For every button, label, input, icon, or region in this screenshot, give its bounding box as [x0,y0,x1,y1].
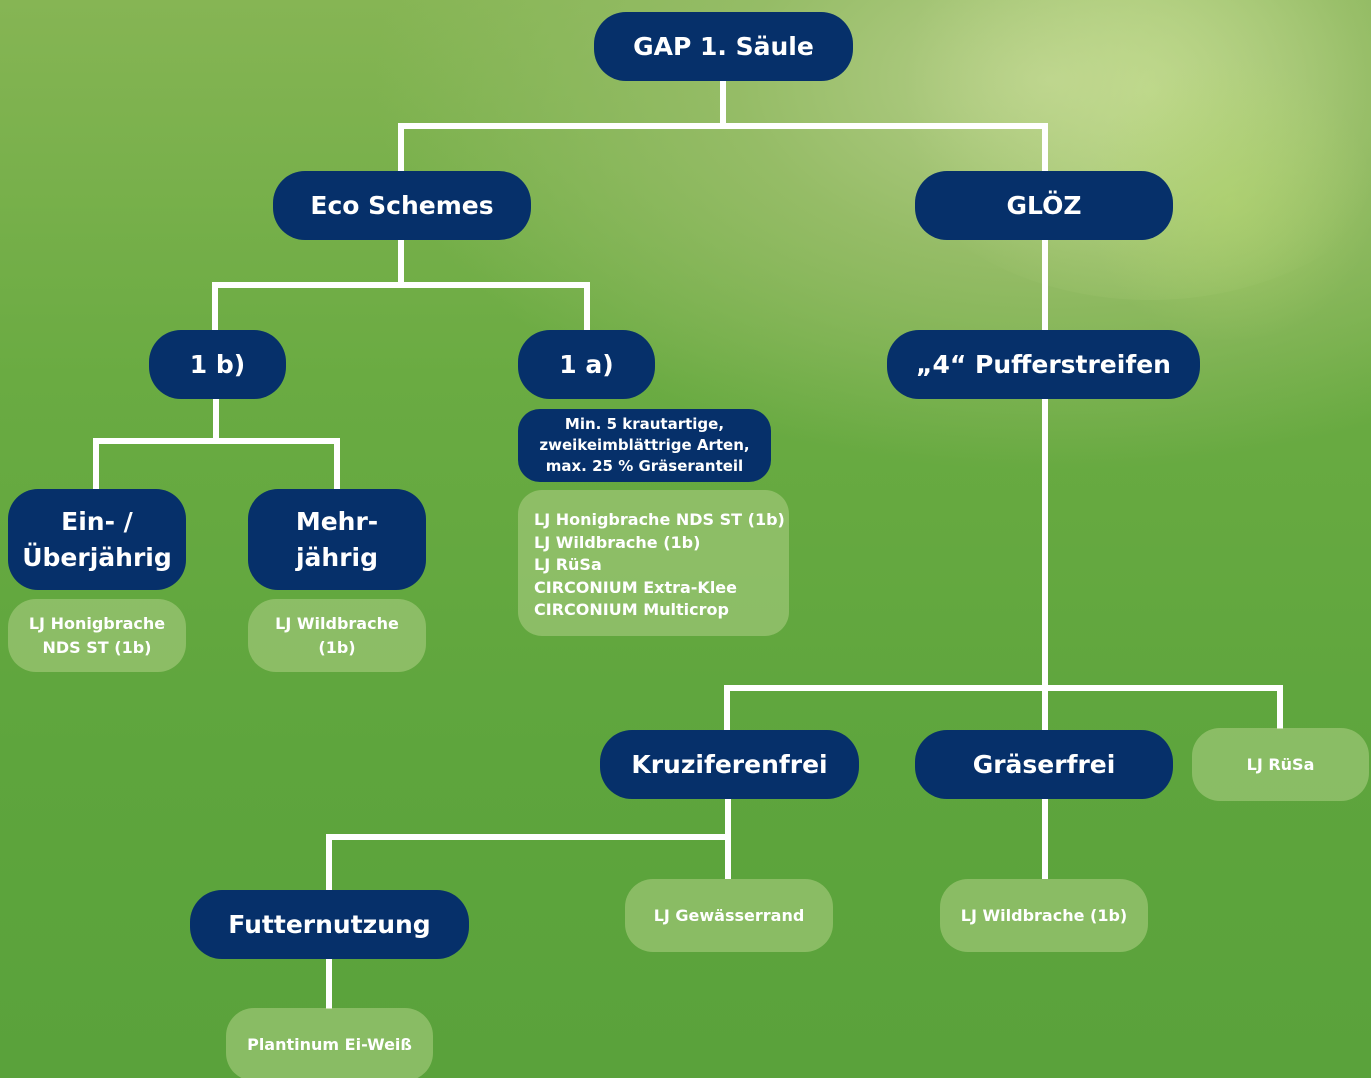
product-line: NDS ST (1b) [42,637,152,657]
eco-1a-label: 1 a) [559,349,614,379]
product-line: LJ Honigbrache [28,613,166,633]
ein-ueberjaehrig-line: Ein- / [61,506,133,536]
connector-1b-level3 [93,398,340,490]
wildbrache-label: LJ Wildbrache (1b) [960,905,1128,925]
eco-1a-node: 1 a) [518,330,655,399]
product-item: CIRCONIUM Extra-Klee [534,577,737,597]
gloez-node: GLÖZ [915,171,1173,240]
root-label: GAP 1. Säule [633,31,814,61]
note-line: Min. 5 krautartige, [564,415,725,433]
gloez-label: GLÖZ [1006,190,1082,220]
product-item: LJ RüSa [534,555,602,574]
mehrjaehrig-product: LJ Wildbrache (1b) [248,599,426,672]
futternutzung-node: Futternutzung [190,890,469,959]
eco-1a-requirement-note: Min. 5 krautartige, zweikeimblättrige Ar… [518,409,771,482]
eco-1b-label: 1 b) [189,349,246,379]
eco-1a-product-list: LJ Honigbrache NDS ST (1b) LJ Wildbrache… [518,490,789,636]
wildbrache-product: LJ Wildbrache (1b) [940,879,1148,952]
product-line: (1b) [318,637,356,657]
ein-ueberjaehrig-line: Überjährig [22,542,172,572]
root-node: GAP 1. Säule [594,12,853,81]
ruesa-label: LJ RüSa [1246,754,1315,774]
note-line: zweikeimblättrige Arten, [539,436,750,454]
pufferstreifen-node: „4“ Pufferstreifen [887,330,1200,399]
kruziferenfrei-node: Kruziferenfrei [600,730,859,799]
mehrjaehrig-node: Mehr- jährig [248,489,426,590]
ruesa-product: LJ RüSa [1192,728,1369,801]
mehrjaehrig-line: jährig [295,542,379,572]
connector-kruz-level4 [326,798,731,891]
kruziferenfrei-label: Kruziferenfrei [631,749,828,779]
product-item: LJ Wildbrache (1b) [534,532,701,552]
product-line: LJ Wildbrache [275,613,399,633]
product-item: CIRCONIUM Multicrop [534,600,729,619]
graeserfrei-label: Gräserfrei [972,749,1116,779]
plantinum-label: Plantinum Ei-Weiß [247,1034,412,1054]
connector-eco-level2 [212,240,590,331]
pufferstreifen-label: „4“ Pufferstreifen [916,349,1171,379]
ein-ueberjaehrig-product: LJ Honigbrache NDS ST (1b) [8,599,186,672]
eco-schemes-label: Eco Schemes [310,190,494,220]
gewaesserrand-label: LJ Gewässerrand [653,905,805,925]
futternutzung-label: Futternutzung [228,909,431,939]
graeserfrei-node: Gräserfrei [915,730,1173,799]
mehrjaehrig-line: Mehr- [295,506,379,536]
eco-1b-node: 1 b) [149,330,286,399]
connector-root-level1 [398,80,1048,172]
connector-puffer-level3 [724,398,1283,731]
eco-schemes-node: Eco Schemes [273,171,531,240]
plantinum-product: Plantinum Ei-Weiß [226,1008,433,1078]
note-line: max. 25 % Gräseranteil [545,457,744,475]
ein-ueberjaehrig-node: Ein- / Überjährig [8,489,186,590]
product-item: LJ Honigbrache NDS ST (1b) [534,510,785,529]
gewaesserrand-product: LJ Gewässerrand [625,879,833,952]
